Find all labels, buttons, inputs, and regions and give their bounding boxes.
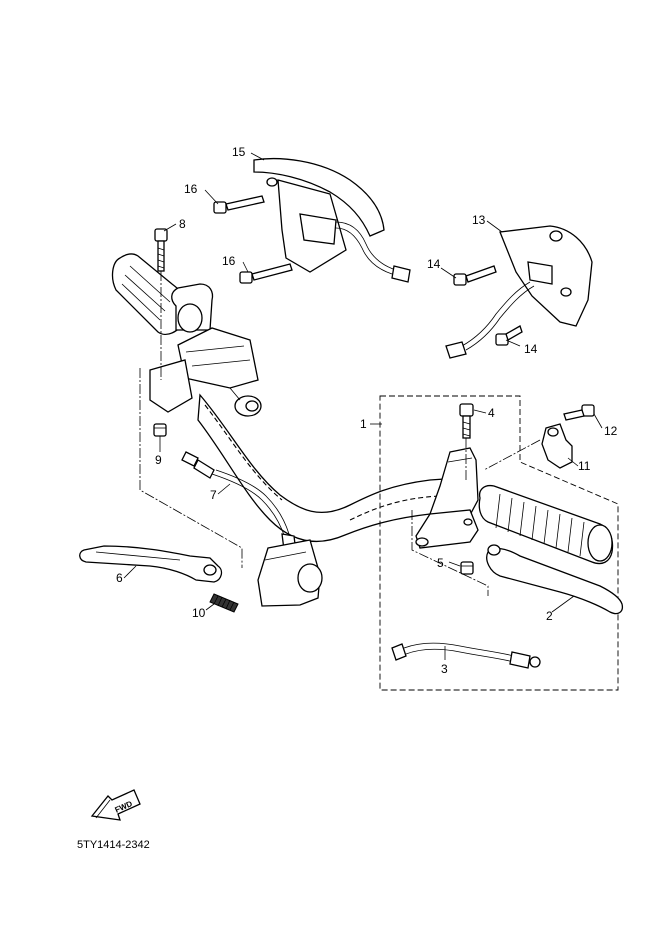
callout-14b: 14 [524,342,538,356]
callout-2: 2 [546,609,553,623]
callout-15: 15 [232,145,246,159]
handlebar [197,393,463,542]
callout-9: 9 [155,453,162,467]
right-grip [478,484,614,565]
right-switch-housing-13 [445,225,593,359]
callout-12: 12 [604,424,618,438]
callout-5: 5 [437,556,444,570]
bolt-8 [154,228,168,380]
callout-10: 10 [192,606,206,620]
bolt-12 [563,404,595,421]
callout-6: 6 [116,571,123,585]
right-assembly-box [379,395,619,691]
spring-10 [209,593,239,613]
left-assembly-bracket [139,368,243,568]
bolt-14-upper [453,265,497,286]
diagram-code: 5TY1414-2342 [77,839,150,851]
bolt-14-lower [495,325,523,346]
clutch-lever-2 [486,544,624,615]
callout-16a: 16 [184,182,198,196]
callout-16b: 16 [222,254,236,268]
bolt-16-lower [239,263,293,284]
fwd-arrow-icon: FWD [90,789,141,821]
bracket-11 [483,423,573,471]
nut-9 [153,423,167,437]
bolt-16-upper [213,195,265,214]
left-clamp-housing [257,539,323,607]
left-switch-housing-15 [253,158,411,283]
callout-3: 3 [441,662,448,676]
brake-master-cylinder [149,283,262,417]
callout-labels: 1 2 3 4 5 6 7 8 9 10 11 12 13 14 14 15 1… [116,145,618,676]
callout-11: 11 [578,459,591,473]
nut-5 [460,561,474,575]
callout-1: 1 [360,417,367,431]
callout-13: 13 [472,213,486,227]
bolt-4 [459,403,474,480]
clutch-switch-cable-3 [391,642,541,669]
left-grip [111,253,187,335]
callout-14a: 14 [427,257,441,271]
front-brake-lever-6 [79,545,223,583]
callout-7: 7 [210,488,217,502]
callout-4: 4 [488,406,495,420]
leader-lines [123,152,603,660]
right-inner-bracket [411,510,489,596]
callout-8: 8 [179,217,186,231]
